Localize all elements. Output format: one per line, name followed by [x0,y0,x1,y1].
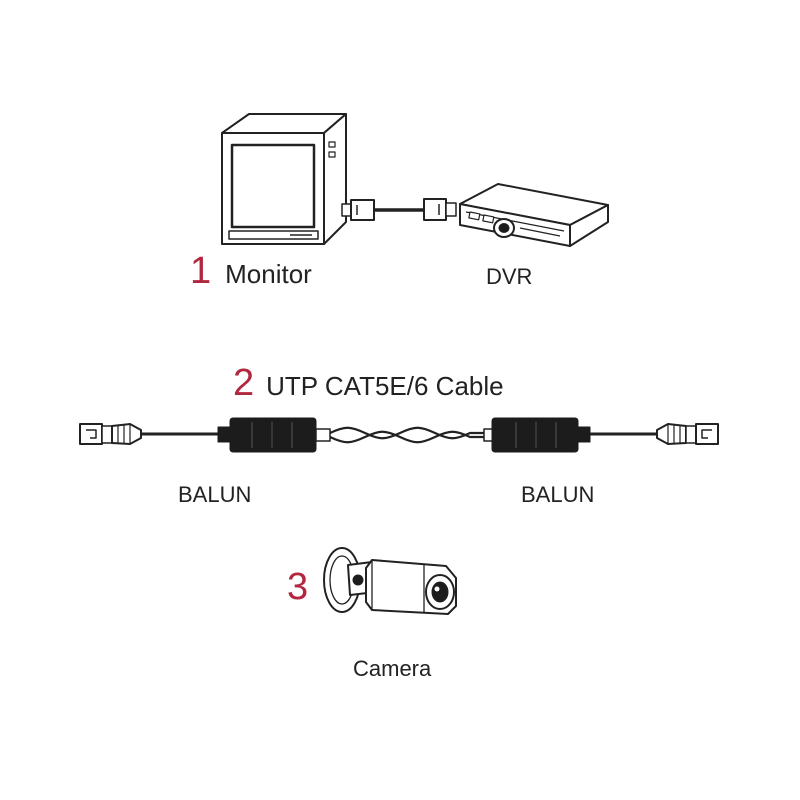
bnc-connector-left [79,423,142,445]
camera-label: Camera [353,656,432,681]
dvr-illustration [459,183,609,247]
cable-title: UTP CAT5E/6 Cable [266,371,504,401]
balun-right [483,417,591,453]
cable-caption: 2 UTP CAT5E/6 Cable [233,364,504,402]
monitor-label: Monitor [225,259,312,289]
balun-left-label: BALUN [178,482,252,507]
balun-right-label: BALUN [521,482,595,507]
step-number-3: 3 [287,566,309,608]
step-number-1: 1 [190,250,212,292]
camera-illustration [323,547,457,615]
bnc-connector-right [656,423,719,445]
monitor-caption: 1 Monitor [190,252,312,290]
balun-left [217,417,331,453]
dvr-label: DVR [486,264,533,289]
monitor-illustration [221,113,347,245]
twisted-pair-cable [329,426,484,444]
step-number-2: 2 [233,362,255,404]
hdmi-cable [341,198,457,221]
